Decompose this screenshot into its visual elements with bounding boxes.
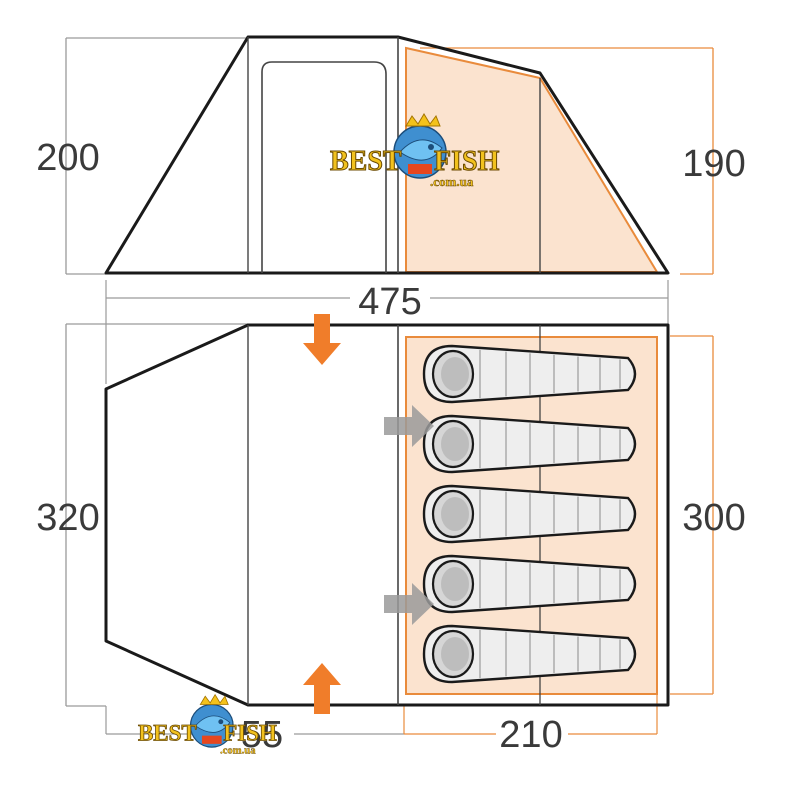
sleeping-bag [422, 624, 637, 684]
total-length-label: 475 [358, 281, 421, 323]
side-tent-outline [104, 35, 670, 275]
floor-left-depth-label: 320 [36, 497, 99, 539]
sleeping-bag [422, 414, 637, 474]
bedroom-length-label: 210 [499, 714, 562, 756]
watermark-domain-bottom: .com.ua [220, 746, 256, 757]
sleeping-bag [422, 484, 637, 544]
sleeping-bag [422, 554, 637, 614]
watermark-logo-top: BEST FISH .com.ua [330, 113, 500, 189]
total-length-dimension: 475 [105, 280, 669, 384]
floor-right-depth-label: 300 [682, 497, 745, 539]
watermark-domain: .com.ua [430, 174, 474, 189]
watermark-brand-fish-bottom: FISH [223, 721, 277, 746]
side-left-height-label: 200 [36, 137, 99, 179]
bedroom-entry-arrow-lower [384, 583, 434, 625]
entrance-arrow-top [303, 314, 341, 365]
side-right-height-label: 190 [682, 143, 745, 185]
side-view: 200 190 [36, 35, 746, 275]
side-door [261, 61, 387, 273]
watermark-brand-best: BEST [330, 146, 402, 177]
floor-plan: 320 300 210 55 [36, 314, 746, 756]
sleeping-bags [422, 344, 637, 684]
porch-depth-label: 55 [241, 714, 283, 756]
sleeping-bag [422, 344, 637, 404]
watermark-brand-best-bottom: BEST [138, 721, 197, 746]
bedroom-entry-arrow-upper [384, 405, 434, 447]
watermark-logo-bottom: BEST FISH .com.ua [138, 693, 277, 757]
entrance-arrow-bottom [303, 663, 341, 714]
watermark-brand-fish: FISH [434, 146, 500, 177]
